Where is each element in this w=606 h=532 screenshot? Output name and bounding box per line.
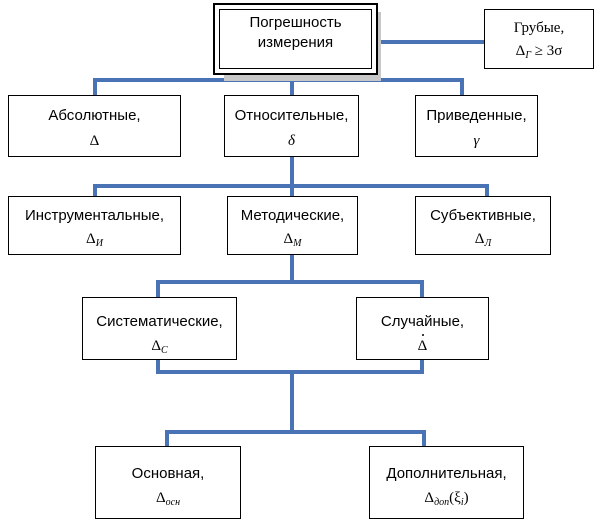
random-errors-label: Случайные, bbox=[380, 313, 465, 330]
reduced-errors-label: Приведенные, bbox=[426, 107, 527, 124]
additional-errors-box: Дополнительная, Δдоп(ξi) bbox=[369, 446, 524, 519]
gross-errors-box: Грубые, ΔГ ≥ 3σ bbox=[484, 9, 594, 69]
additional-errors-symbol: Δдоп(ξi) bbox=[424, 490, 469, 508]
relative-errors-symbol: δ bbox=[288, 133, 295, 149]
absolute-errors-label: Абсолютные, bbox=[48, 107, 141, 124]
gross-errors-label: Грубые, bbox=[513, 20, 565, 36]
methodical-errors-label: Методические, bbox=[240, 207, 345, 224]
instrumental-errors-box: Инструментальные, ΔИ bbox=[8, 196, 181, 255]
systematic-errors-box: Систематические, ΔС bbox=[82, 297, 237, 360]
root-box-inner-frame bbox=[219, 9, 372, 69]
relative-errors-box: Относительные, δ bbox=[224, 95, 359, 157]
additional-errors-label: Дополнительная, bbox=[386, 465, 507, 482]
root-title-line1: Погрешность bbox=[249, 14, 342, 31]
reduced-errors-box: Приведенные, γ bbox=[415, 95, 538, 157]
random-errors-box: Случайные, Δ bbox=[356, 297, 489, 360]
subjective-errors-symbol: ΔЛ bbox=[474, 231, 492, 249]
basic-errors-symbol: Δосн bbox=[155, 490, 181, 508]
root-title-line2: измерения bbox=[257, 34, 334, 51]
random-errors-symbol: Δ bbox=[417, 334, 428, 354]
systematic-errors-symbol: ΔС bbox=[151, 338, 168, 356]
gross-errors-symbol: ΔГ ≥ 3σ bbox=[515, 43, 563, 61]
subjective-errors-label: Субъективные, bbox=[430, 207, 536, 224]
absolute-errors-symbol: Δ bbox=[89, 133, 100, 149]
instrumental-errors-symbol: ΔИ bbox=[86, 231, 103, 249]
methodical-errors-box: Методические, ΔМ bbox=[227, 196, 358, 255]
subjective-errors-box: Субъективные, ΔЛ bbox=[415, 196, 551, 255]
relative-errors-label: Относительные, bbox=[234, 107, 349, 124]
systematic-errors-label: Систематические, bbox=[96, 313, 223, 330]
absolute-errors-box: Абсолютные, Δ bbox=[8, 95, 181, 157]
instrumental-errors-label: Инструментальные, bbox=[24, 207, 165, 224]
basic-errors-label: Основная, bbox=[131, 465, 205, 482]
root-box: Погрешность измерения bbox=[213, 3, 378, 75]
methodical-errors-symbol: ΔМ bbox=[283, 231, 302, 249]
reduced-errors-symbol: γ bbox=[473, 133, 480, 149]
basic-errors-box: Основная, Δосн bbox=[95, 446, 241, 519]
